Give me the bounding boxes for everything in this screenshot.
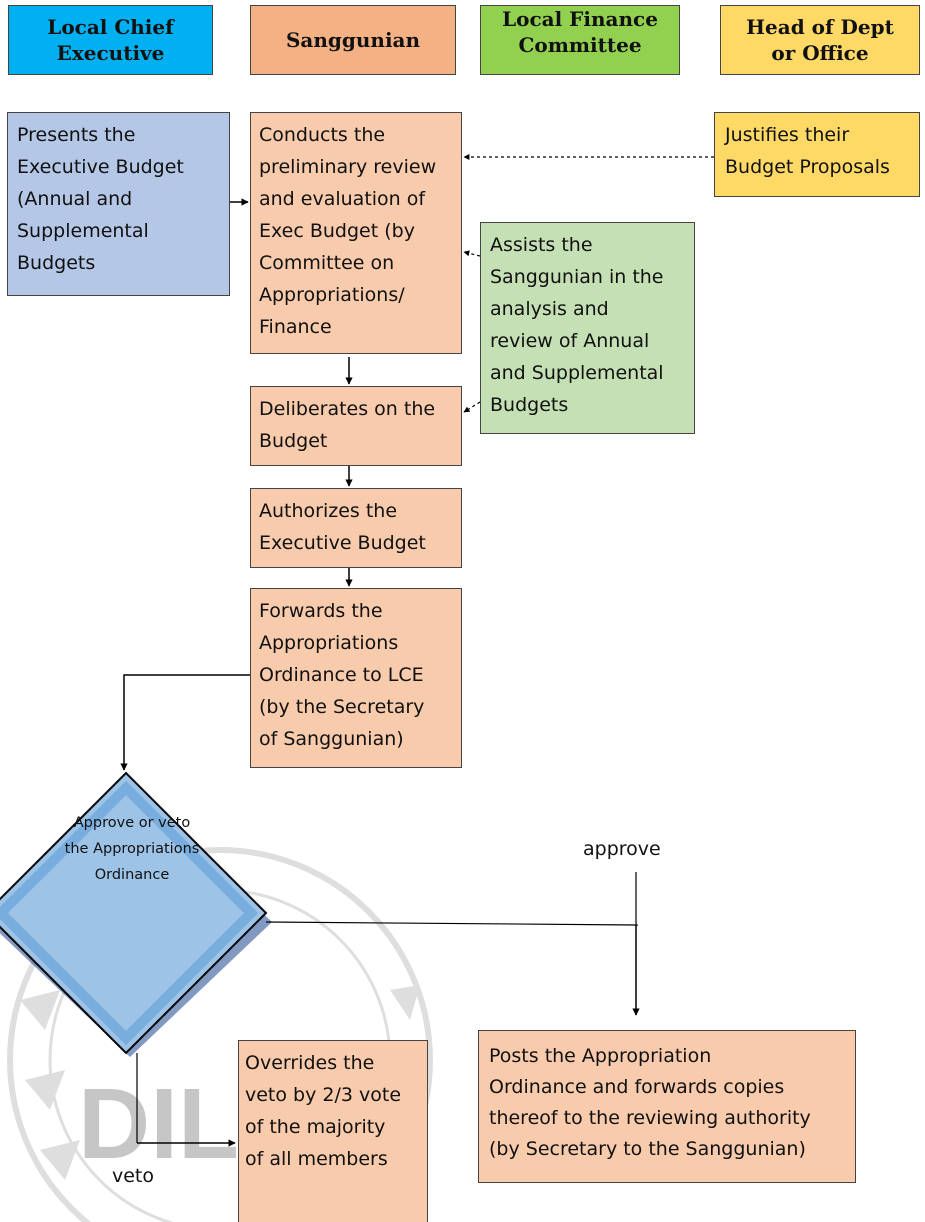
- lane-header-local-finance-committee: Local Finance Committee: [480, 5, 680, 75]
- step-sanggunian-deliberates: Deliberates on the Budget: [250, 386, 462, 466]
- step-sanggunian-authorizes: Authorizes the Executive Budget: [250, 488, 462, 568]
- step-sanggunian-forwards-ordinance: Forwards the Appropriations Ordinance to…: [250, 588, 462, 768]
- seal-rays: [20, 985, 420, 1180]
- step-sanggunian-overrides-veto: Overrides the veto by 2/3 vote of the ma…: [238, 1040, 428, 1222]
- lane-label-head: Head of Dept or Office: [746, 15, 894, 65]
- edge-label-veto: veto: [112, 1165, 155, 1187]
- decision-label: Approve or veto the Appropriations Ordin…: [64, 815, 200, 883]
- lane-header-sanggunian: Sanggunian: [250, 5, 456, 75]
- step-lfc-assists: Assists the Sanggunian in the analysis a…: [480, 222, 695, 434]
- step-posts-appropriation-ordinance: Posts the Appropriation Ordinance and fo…: [478, 1030, 856, 1183]
- lane-label-lce: Local Chief Executive: [47, 15, 174, 65]
- step-lce-presents-budget: Presents the Executive Budget (Annual an…: [7, 112, 230, 296]
- step-head-justifies-proposals: Justifies their Budget Proposals: [714, 112, 920, 197]
- lane-header-head-of-dept: Head of Dept or Office: [720, 5, 920, 75]
- lane-label-lfc: Local Finance Committee: [502, 7, 658, 57]
- edge-label-approve: approve: [583, 838, 661, 860]
- step-sanggunian-preliminary-review: Conducts the preliminary review and eval…: [250, 112, 462, 354]
- lane-header-local-chief-executive: Local Chief Executive: [8, 5, 213, 75]
- lane-label-sanggunian: Sanggunian: [285, 28, 421, 52]
